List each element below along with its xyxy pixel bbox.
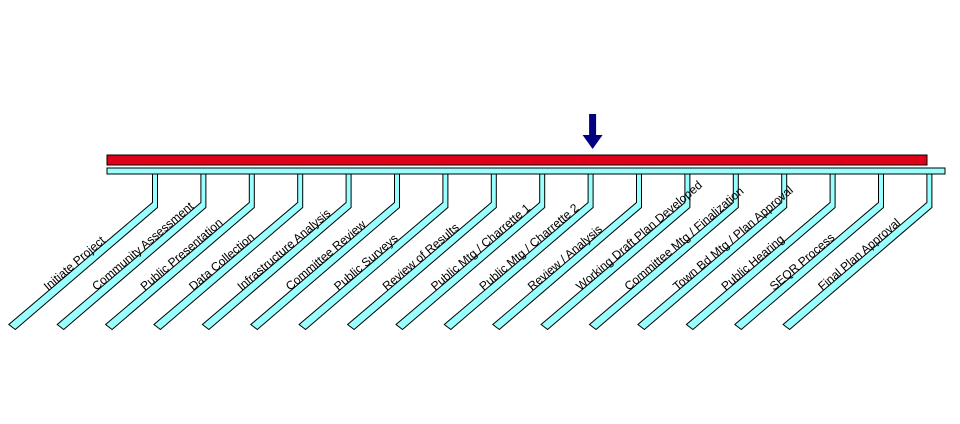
down-arrow-icon <box>582 114 603 149</box>
current-position-arrow-icon <box>582 114 603 149</box>
progress-bar <box>106 154 928 166</box>
timeline-rail <box>106 167 946 175</box>
